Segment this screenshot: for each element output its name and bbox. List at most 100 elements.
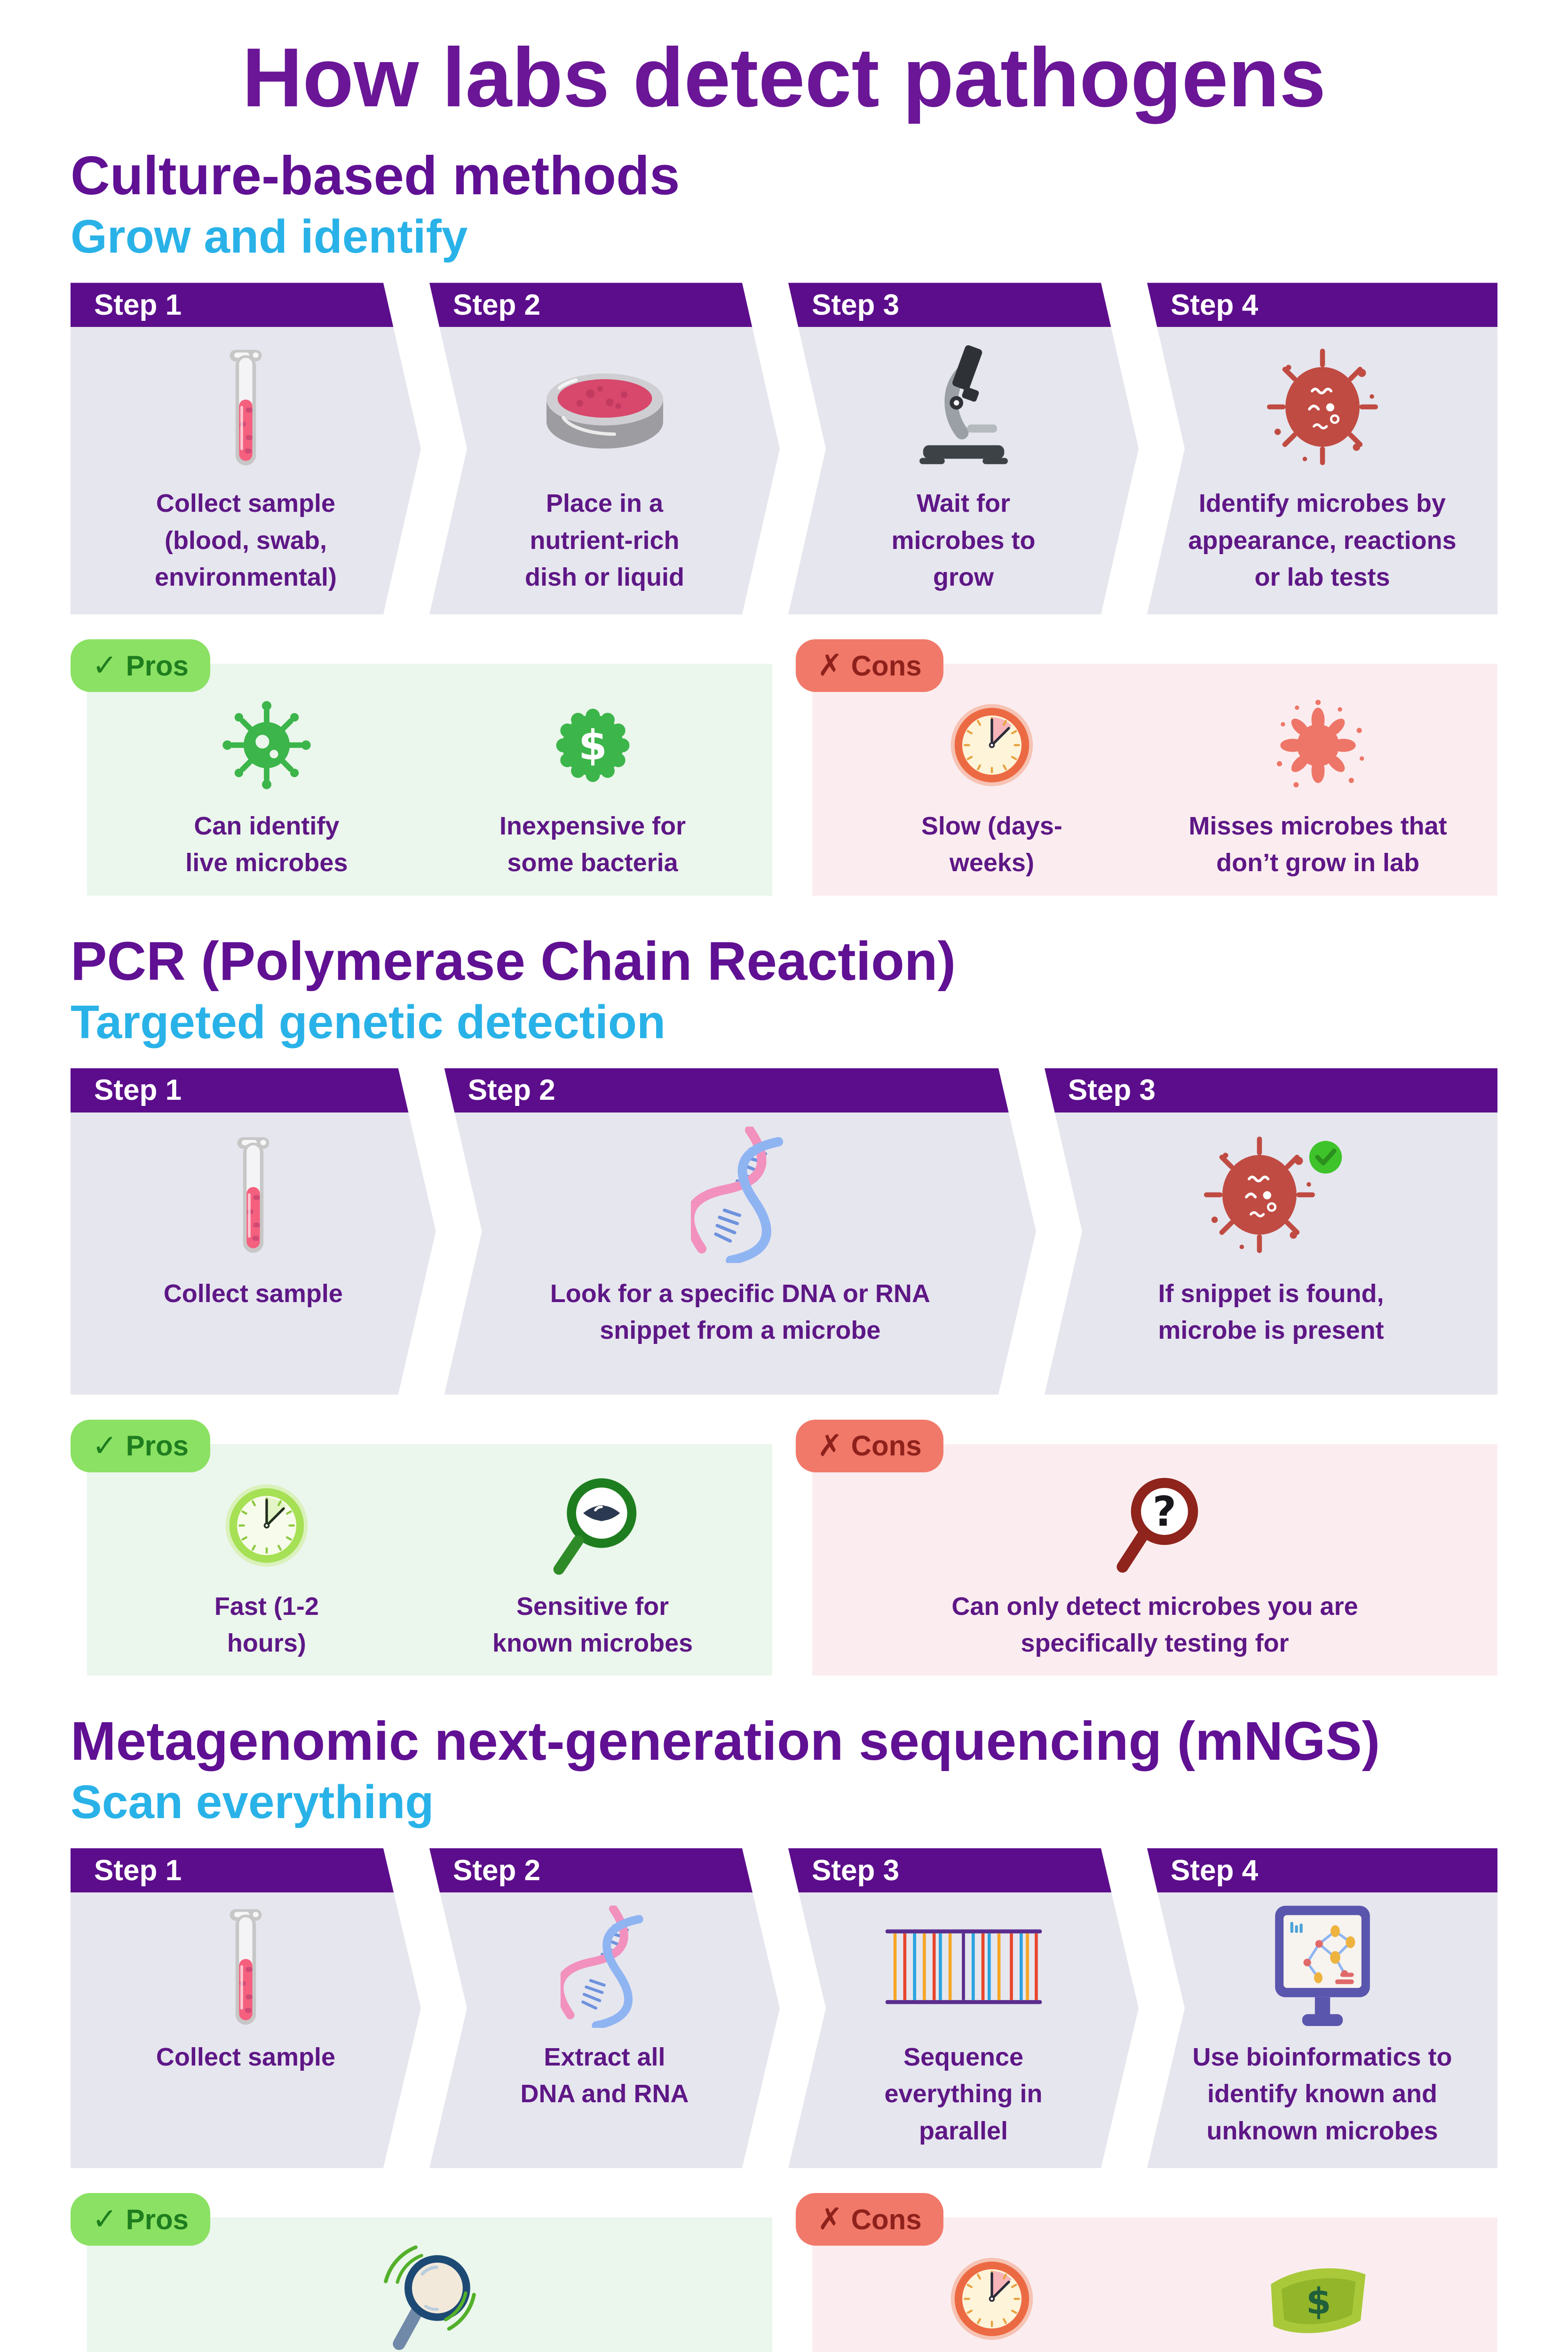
cons-item: Complex analysis (24 – 48 hours): [841, 2245, 1143, 2352]
step-banner: Step 3: [788, 283, 1139, 327]
step-body: Extract all DNA and RNA: [429, 1892, 780, 2168]
section-heading: Metagenomic next-generation sequencing (…: [71, 1710, 1380, 1772]
step-banner: Step 4: [1147, 283, 1497, 327]
step-banner: Step 2: [429, 283, 780, 327]
section-subheading: Scan everything: [71, 1776, 434, 1829]
step-4: Step 4 Use bioinformatics to identify kn…: [1147, 1848, 1497, 2169]
clock-icon: [224, 1471, 309, 1580]
pros-cons-row: ✓ Pros Can identify live microbes Inexpe…: [71, 639, 1497, 896]
microbe-icon: [1261, 336, 1384, 477]
check-icon: ✓: [92, 648, 118, 683]
step-body: Place in a nutrient-rich dish or liquid: [429, 327, 780, 614]
pros-item-text: Sensitive for known microbes: [492, 1592, 693, 1657]
step-label: Step 3: [812, 1854, 900, 1887]
test-tube-icon: [223, 336, 268, 477]
section-pcr: PCR (Polymerase Chain Reaction) Targeted…: [71, 930, 1498, 1676]
x-icon: ✗: [817, 2202, 843, 2237]
cons-block: ✗ Cons Can only detect microbes you are …: [796, 1419, 1497, 1676]
check-icon: ✓: [92, 1428, 118, 1463]
step-label: Step 2: [453, 288, 541, 321]
section-subheading: Grow and identify: [71, 210, 468, 263]
pros-panel: Can identify live microbes Inexpensive f…: [87, 664, 772, 896]
check-icon: ✓: [92, 2202, 118, 2237]
pros-item-text: Inexpensive for some bacteria: [499, 812, 686, 877]
section-heading: Culture-based methods: [71, 145, 680, 207]
steps-row: Step 1 Collect sample Step 2 Look for a …: [71, 1068, 1498, 1395]
step-label: Step 1: [94, 1074, 182, 1107]
step-body: Look for a specific DNA or RNA snippet f…: [444, 1112, 1036, 1395]
step-banner: Step 3: [1044, 1068, 1498, 1112]
step-banner: Step 1: [71, 1848, 421, 1892]
step-body: Use bioinformatics to identify known and…: [1147, 1892, 1497, 2169]
pros-panel: Fast (1-2 hours) Sensitive for known mic…: [87, 1444, 772, 1676]
step-body: Identify microbes by appearance, reactio…: [1147, 327, 1497, 615]
step-text: Wait for microbes to grow: [891, 489, 1036, 591]
step-body: Sequence everything in parallel: [788, 1892, 1139, 2168]
step-label: Step 1: [94, 288, 182, 321]
cons-badge-label: Cons: [851, 1430, 922, 1462]
step-2: Step 2 Place in a nutrient-rich dish or …: [429, 283, 780, 614]
dna-icon: [691, 1122, 790, 1268]
step-label: Step 4: [1171, 288, 1259, 321]
magnifier-question-icon: [1107, 1471, 1203, 1580]
step-1: Step 1 Collect sample (blood, swab, envi…: [71, 283, 421, 614]
sequence-icon: [884, 1902, 1044, 2031]
section-heading: PCR (Polymerase Chain Reaction): [71, 930, 956, 992]
step-banner: Step 3: [788, 1848, 1139, 1892]
cons-item-text: Misses microbes that don’t grow in lab: [1188, 812, 1447, 877]
pros-item: Inexpensive for some bacteria: [442, 691, 744, 882]
cons-item: Misses microbes that don’t grow in lab: [1167, 691, 1469, 882]
pros-badge-label: Pros: [126, 650, 189, 682]
page-title: How labs detect pathogens: [242, 31, 1326, 124]
magnifier-scan-icon: [376, 2245, 484, 2352]
monitor-icon: [1271, 1902, 1374, 2031]
step-3: Step 3 Wait for microbes to grow: [788, 283, 1139, 614]
step-banner: Step 4: [1147, 1848, 1497, 1893]
magnifier-eye-icon: [545, 1471, 641, 1580]
step-3: Step 3 Sequence everything in parallel: [788, 1848, 1139, 2168]
cons-item: Slow (days-weeks): [841, 691, 1143, 882]
pros-block: ✓ Pros Detects everything in one test, i…: [71, 2193, 772, 2352]
x-icon: ✗: [817, 1428, 843, 1463]
step-banner: Step 1: [71, 283, 421, 327]
pros-badge: ✓ Pros: [71, 639, 211, 692]
cons-panel: Slow (days-weeks) Misses microbes that d…: [812, 664, 1497, 896]
step-text: Use bioinformatics to identify known and…: [1192, 2043, 1452, 2145]
dollar-seal-icon: [552, 691, 634, 799]
steps-row: Step 1 Collect sample (blood, swab, envi…: [71, 283, 1497, 615]
pros-item-text: Fast (1-2 hours): [214, 1592, 319, 1657]
step-label: Step 4: [1171, 1854, 1259, 1887]
step-4: Step 4 Identify microbes by appearance, …: [1147, 283, 1497, 615]
step-label: Step 2: [467, 1074, 555, 1107]
steps-row: Step 1 Collect sample Step 2 Extract all…: [71, 1848, 1497, 2169]
step-text: Collect sample (blood, swab, environment…: [154, 489, 337, 591]
cons-badge-label: Cons: [851, 2203, 922, 2235]
step-3: Step 3 If snippet is found, microbe is p…: [1044, 1068, 1498, 1395]
step-1: Step 1 Collect sample: [71, 1848, 421, 2168]
step-body: Collect sample: [71, 1892, 421, 2168]
pros-item: Sensitive for known microbes: [442, 1471, 744, 1662]
section-culture: Culture-based methods Grow and identify …: [71, 145, 1497, 896]
cons-block: ✗ Cons Complex analysis (24 – 48 hours) …: [796, 2193, 1497, 2352]
step-banner: Step 2: [444, 1068, 1036, 1112]
pros-block: ✓ Pros Fast (1-2 hours) Sensitive for kn…: [71, 1419, 772, 1676]
step-body: Wait for microbes to grow: [788, 327, 1139, 614]
step-banner: Step 1: [71, 1068, 436, 1112]
step-2: Step 2 Extract all DNA and RNA: [429, 1848, 780, 2168]
cons-item: More expensive: [1167, 2245, 1469, 2352]
cons-block: ✗ Cons Slow (days-weeks) Misses microbes…: [796, 639, 1497, 896]
step-text: Sequence everything in parallel: [884, 2043, 1043, 2145]
clock-icon: [950, 691, 1034, 799]
step-body: If snippet is found, microbe is present: [1044, 1112, 1498, 1395]
microscope-icon: [910, 336, 1018, 477]
step-body: Collect sample: [71, 1112, 436, 1395]
cons-item-text: Can only detect microbes you are specifi…: [951, 1592, 1358, 1657]
cons-panel: Can only detect microbes you are specifi…: [812, 1444, 1497, 1676]
step-body: Collect sample (blood, swab, environment…: [71, 327, 421, 614]
pros-item-text: Can identify live microbes: [185, 812, 348, 877]
pros-cons-row: ✓ Pros Fast (1-2 hours) Sensitive for kn…: [71, 1419, 1497, 1676]
green-microbe-icon: [220, 691, 314, 799]
cons-item-text: Slow (days-weeks): [921, 812, 1062, 877]
pros-badge: ✓ Pros: [71, 1419, 211, 1472]
step-label: Step 3: [1068, 1074, 1156, 1107]
